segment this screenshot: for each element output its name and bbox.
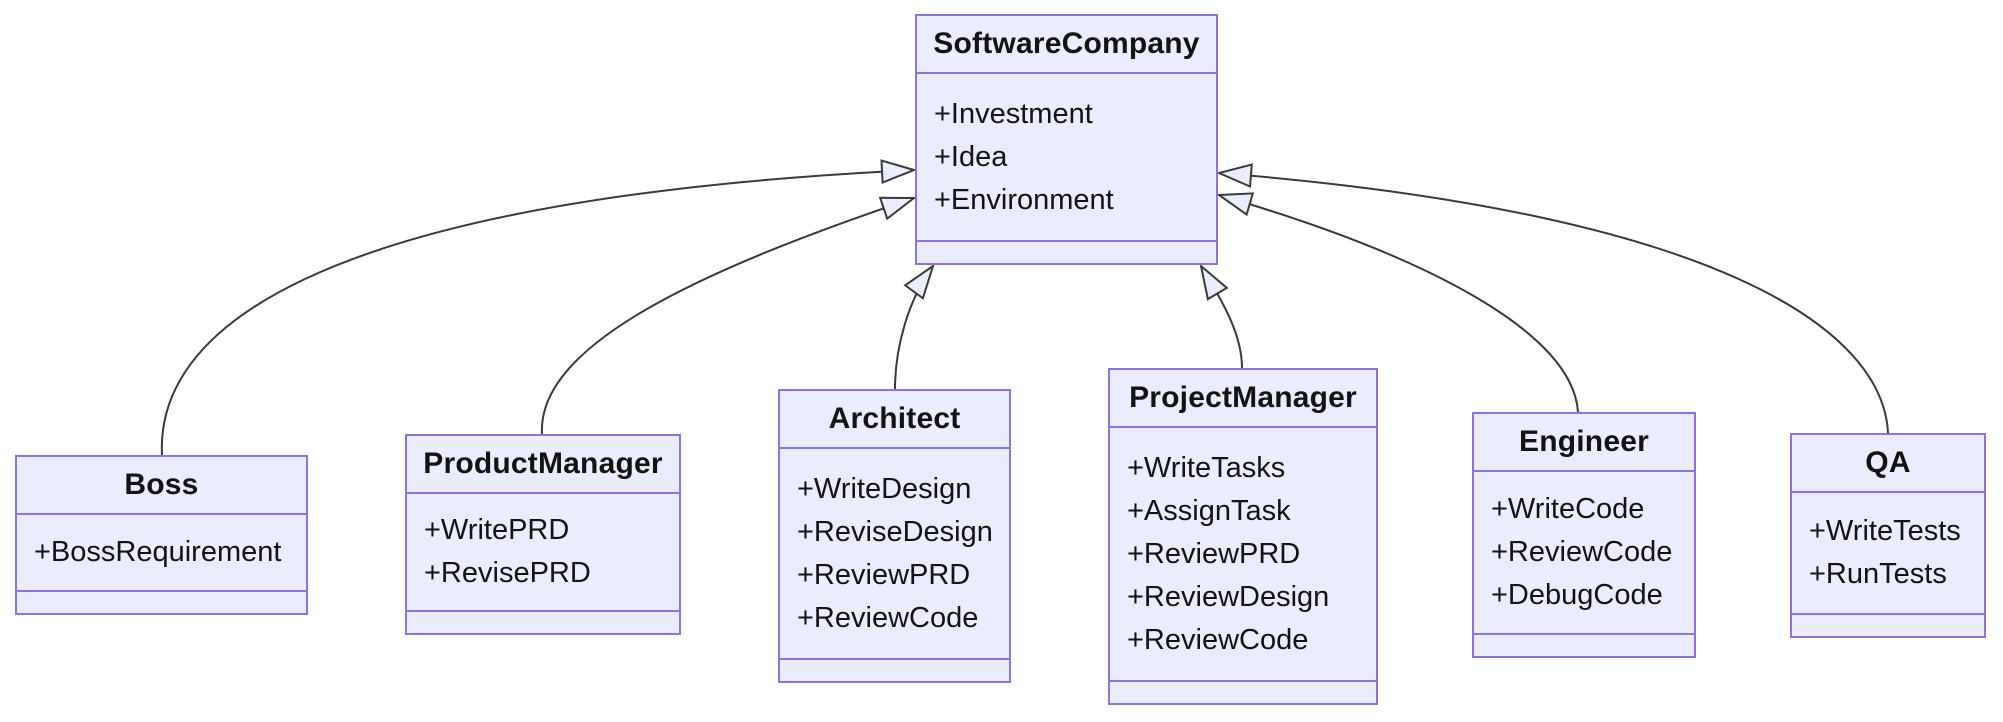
class-member: +Investment [934, 97, 1093, 130]
class-members-compartment: +WriteTests +RunTests [1792, 493, 1984, 613]
class-member: +Idea [934, 140, 1008, 173]
class-title: ProjectManager [1110, 370, 1376, 428]
edge-engineer-to-softwarecompany [1219, 195, 1579, 413]
edge-architect-to-softwarecompany [894, 266, 933, 390]
class-member: +RevisePRD [424, 557, 591, 589]
class-member: +WriteTasks [1127, 451, 1286, 484]
class-member: +ReviewPRD [1127, 537, 1301, 570]
class-methods-compartment [17, 590, 306, 613]
edge-productmanager-to-softwarecompany [540, 198, 914, 435]
class-member: +ReviseDesign [797, 515, 993, 548]
class-box-boss: Boss +BossRequirement [15, 455, 308, 615]
edge-qa-to-softwarecompany [1219, 173, 1889, 434]
class-box-qa: QA +WriteTests +RunTests [1790, 433, 1986, 638]
class-members-compartment: +BossRequirement [17, 515, 306, 590]
class-members-compartment: +WritePRD +RevisePRD [407, 494, 679, 610]
edge-projectmanager-to-softwarecompany [1201, 266, 1243, 369]
class-methods-compartment [1474, 633, 1694, 656]
class-methods-compartment [407, 610, 679, 633]
edge-boss-to-softwarecompany [160, 170, 914, 456]
class-title: Engineer [1474, 414, 1694, 472]
class-member: +DebugCode [1491, 579, 1663, 611]
class-members-compartment: +WriteCode +ReviewCode +DebugCode [1474, 472, 1694, 633]
class-member: +ReviewCode [797, 601, 979, 634]
class-member: +AssignTask [1127, 494, 1291, 527]
class-member: +Environment [934, 183, 1114, 216]
class-methods-compartment [1792, 613, 1984, 636]
class-member: +RunTests [1809, 558, 1947, 590]
class-members-compartment: +WriteTasks +AssignTask +ReviewPRD +Revi… [1110, 428, 1376, 680]
class-title: Architect [780, 391, 1009, 449]
class-member: +WriteTests [1809, 515, 1961, 547]
class-member: +ReviewDesign [1127, 580, 1330, 613]
class-member: +ReviewCode [1491, 536, 1673, 568]
class-member: +WriteDesign [797, 472, 972, 505]
class-box-projectmanager: ProjectManager +WriteTasks +AssignTask +… [1108, 368, 1378, 705]
class-members-compartment: +Investment +Idea +Environment [917, 74, 1216, 240]
class-methods-compartment [780, 658, 1009, 681]
class-members-compartment: +WriteDesign +ReviseDesign +ReviewPRD +R… [780, 449, 1009, 658]
class-title: SoftwareCompany [917, 16, 1216, 74]
class-member: +ReviewPRD [797, 558, 971, 591]
class-box-engineer: Engineer +WriteCode +ReviewCode +DebugCo… [1472, 412, 1696, 658]
class-methods-compartment [1110, 680, 1376, 703]
class-box-softwarecompany: SoftwareCompany +Investment +Idea +Envir… [915, 14, 1218, 265]
class-member: +BossRequirement [34, 536, 282, 568]
class-member: +WritePRD [424, 514, 570, 546]
class-methods-compartment [917, 240, 1216, 263]
class-title: ProductManager [407, 436, 679, 494]
class-box-productmanager: ProductManager +WritePRD +RevisePRD [405, 434, 681, 635]
class-member: +ReviewCode [1127, 623, 1309, 656]
class-title: QA [1792, 435, 1984, 493]
class-box-architect: Architect +WriteDesign +ReviseDesign +Re… [778, 389, 1011, 683]
class-title: Boss [17, 457, 306, 515]
class-member: +WriteCode [1491, 493, 1645, 525]
